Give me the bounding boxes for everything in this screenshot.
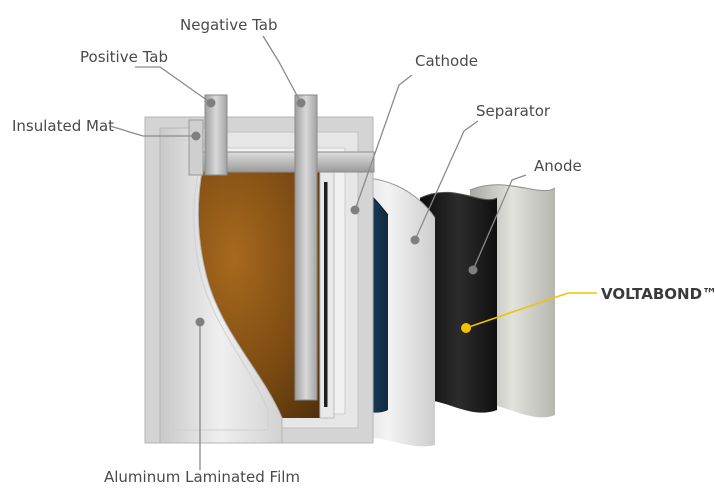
insulated-mat-marker (191, 131, 201, 141)
separator-label: Separator (476, 102, 551, 120)
separator-marker (410, 235, 420, 245)
positive-tab-label: Positive Tab (80, 48, 168, 66)
brand-marker (461, 323, 471, 333)
cathode-label: Cathode (415, 52, 478, 70)
negative-tab-label: Negative Tab (180, 16, 277, 34)
tab-assembly (188, 94, 375, 401)
cathode-marker (350, 205, 360, 215)
negative-tab-marker (296, 98, 306, 108)
anode-label: Anode (534, 157, 582, 175)
aluminum-film-label: Aluminum Laminated Film (104, 468, 300, 486)
anode-marker (468, 265, 478, 275)
brand-label: VOLTABOND™ (601, 285, 715, 303)
insulated-mat-label: Insulated Mat (12, 117, 114, 135)
film-marker (195, 317, 205, 327)
marker-dots (191, 98, 478, 333)
anode-layer (419, 191, 498, 413)
leader-lines (109, 35, 597, 470)
positive-tab-marker (206, 98, 216, 108)
